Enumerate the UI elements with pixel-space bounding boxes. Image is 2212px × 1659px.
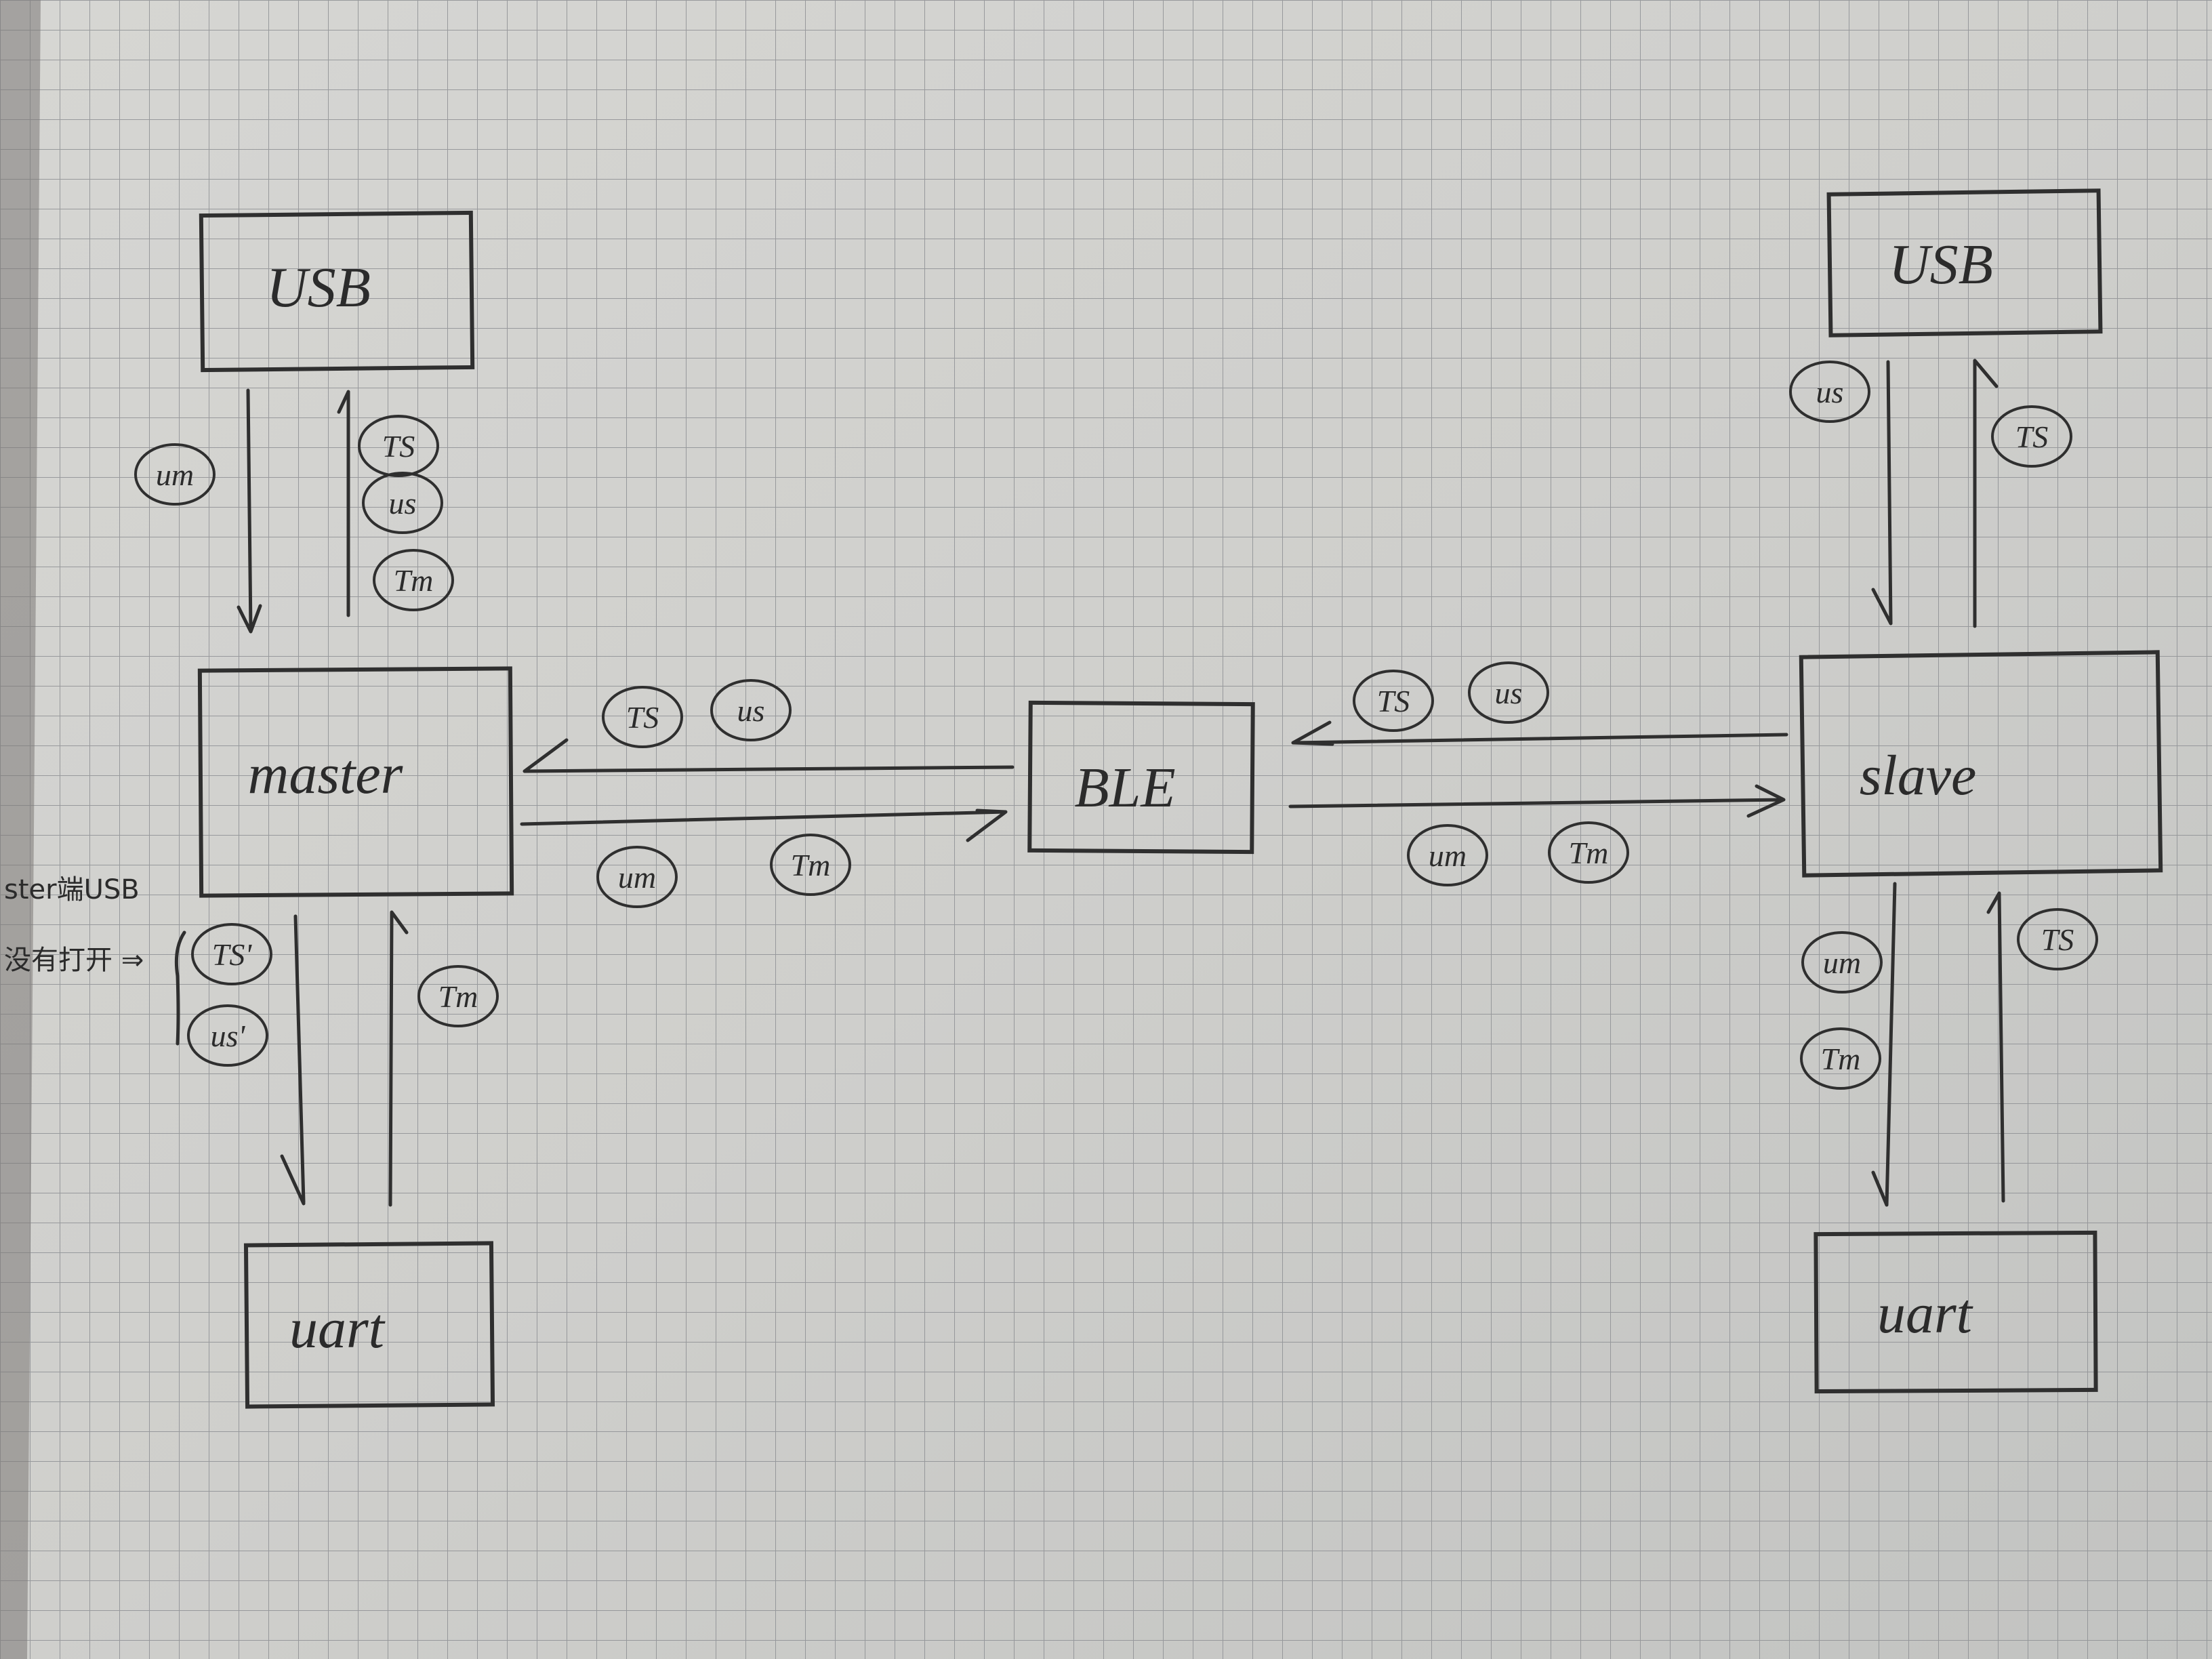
tag-circle-slave-uart-down-0 [1801, 931, 1883, 994]
paper-left-edge [0, 0, 41, 1659]
slave-box [1799, 650, 2163, 878]
tag-label-master-uart-up-0: Tm [438, 979, 478, 1014]
tag-label-master-uart-down-0: TS' [212, 937, 253, 972]
tag-circle-slave-usb-down-0 [1789, 361, 1870, 423]
tag-label-slave-uart-up-0: TS [2041, 922, 2074, 957]
tag-circle-slave-usb-up-0 [1991, 405, 2072, 468]
master-label: master [248, 743, 403, 806]
tag-circle-master-ble-right-0 [596, 846, 678, 908]
arrow-ble-to-master [523, 738, 1015, 773]
arrow-slave-usb-up [1973, 359, 1999, 628]
tag-circle-master-usb-up-2 [373, 549, 454, 611]
tag-circle-master-usb-up-0 [358, 415, 439, 477]
slave-usb-label: USB [1889, 233, 1993, 296]
tag-circle-slave-ble-left-1 [1468, 661, 1549, 724]
tag-circle-master-uart-up-0 [417, 965, 499, 1027]
tag-label-master-uart-down-1: us' [211, 1019, 246, 1053]
tag-label-master-ble-left-0: TS [626, 700, 659, 735]
tag-label-master-usb-up-1: us [389, 486, 417, 520]
slave-uart-label: uart [1877, 1282, 1974, 1345]
master-box [197, 666, 514, 898]
tag-circle-master-ble-left-1 [710, 679, 792, 741]
tag-circle-master-ble-right-1 [770, 834, 851, 896]
arrow-master-usb-up [337, 390, 350, 617]
tag-circle-master-usb-up-1 [362, 472, 443, 534]
tag-circle-slave-uart-down-1 [1800, 1027, 1881, 1090]
tag-label-slave-ble-left-0: TS [1377, 684, 1410, 718]
tag-label-master-usb-down-0: um [156, 457, 194, 492]
tag-label-master-usb-up-0: TS [382, 429, 415, 464]
master-uart-label: uart [289, 1297, 386, 1360]
arrow-master-to-ble [520, 808, 1008, 842]
master-usb-label: USB [266, 256, 371, 319]
ble-box [1027, 700, 1255, 855]
arrow-slave-usb-down [1871, 360, 1893, 626]
arrow-master-uart-down [280, 914, 306, 1206]
tag-label-slave-usb-up-0: TS [2015, 419, 2049, 454]
tag-circle-slave-ble-left-0 [1353, 670, 1434, 732]
master-uart-box [243, 1241, 495, 1409]
arrow-slave-uart-up [1986, 891, 2005, 1203]
arrow-ble-to-slave [1288, 784, 1786, 818]
arrow-master-usb-down [237, 388, 262, 634]
tag-circle-master-usb-down-0 [134, 443, 216, 506]
tag-circle-slave-ble-right-0 [1407, 824, 1488, 886]
tag-label-slave-usb-down-0: us [1816, 375, 1844, 409]
note-line-2: 没有打开 ⇒ [4, 945, 144, 976]
tag-label-slave-ble-right-1: Tm [1569, 836, 1609, 870]
arrow-master-uart-up [388, 910, 409, 1207]
tag-label-master-ble-right-0: um [618, 860, 656, 895]
tag-label-slave-ble-right-0: um [1429, 838, 1467, 873]
arrow-slave-uart-down [1871, 882, 1897, 1207]
tag-circle-slave-ble-right-1 [1548, 821, 1629, 884]
slave-usb-box [1826, 188, 2103, 337]
tag-label-slave-uart-down-1: Tm [1821, 1042, 1861, 1076]
ble-label: BLE [1074, 756, 1175, 819]
slave-uart-box [1814, 1230, 2098, 1394]
tag-label-slave-ble-left-1: us [1495, 676, 1523, 710]
tag-label-master-ble-left-1: us [737, 693, 765, 728]
tag-circle-master-uart-down-0 [191, 923, 272, 985]
tag-circle-master-ble-left-0 [602, 686, 683, 748]
tag-label-master-ble-right-1: Tm [791, 848, 831, 882]
tag-circle-slave-uart-up-0 [2017, 908, 2098, 970]
arrow-slave-to-ble [1291, 720, 1788, 746]
tag-label-slave-uart-down-0: um [1823, 945, 1861, 980]
slave-label: slave [1860, 744, 1977, 807]
note-brace [174, 930, 186, 1046]
tag-label-master-usb-up-2: Tm [394, 563, 434, 598]
tag-circle-master-uart-down-1 [187, 1004, 268, 1067]
note-line-1: ster端USB [4, 874, 140, 905]
master-usb-box [199, 210, 475, 373]
